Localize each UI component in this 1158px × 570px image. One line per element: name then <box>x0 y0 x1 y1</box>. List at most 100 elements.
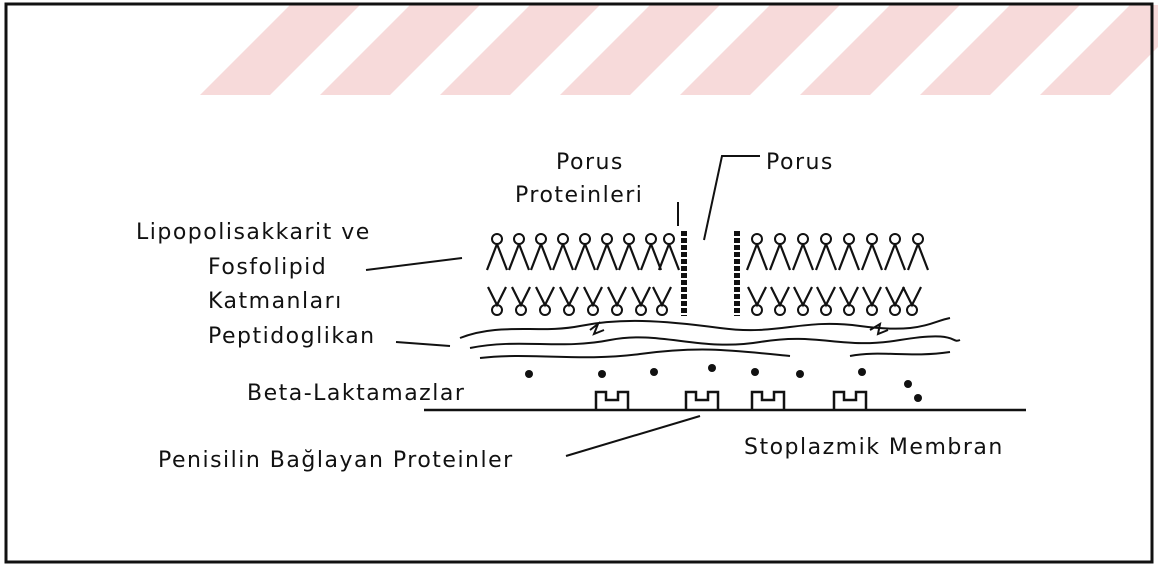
lipid-molecule <box>619 234 639 270</box>
lipid-molecule <box>597 234 617 270</box>
penisilin-baglayan-proteinler-label: Penisilin Bağlayan Proteinler <box>158 450 514 472</box>
lipid-head <box>798 234 808 244</box>
beta-lactamase-dot <box>598 370 606 378</box>
beta-lactamase-dot <box>914 394 922 402</box>
lipid-molecule <box>632 287 650 315</box>
lipid-tail <box>771 287 789 305</box>
lipid-head <box>867 234 877 244</box>
lipid-molecule <box>885 234 905 270</box>
porus-label: Porus <box>766 152 834 174</box>
lipid-head <box>646 234 656 244</box>
lipid-molecule <box>908 234 928 270</box>
lipid-head <box>492 234 502 244</box>
lipid-tail <box>903 287 921 305</box>
lipid-molecule <box>747 234 767 270</box>
lipid-head <box>752 234 762 244</box>
lipid-head <box>558 234 568 244</box>
lipid-molecule <box>839 234 859 270</box>
lipid-molecule <box>575 234 595 270</box>
lipid-tail <box>509 244 529 270</box>
lipid-tail <box>597 244 617 270</box>
lipid-molecule <box>886 287 904 315</box>
penicillin-binding-protein <box>686 392 718 410</box>
lipid-head <box>890 234 900 244</box>
porus-proteinleri-label-line1: Porus <box>556 152 624 174</box>
lipid-tail <box>793 244 813 270</box>
lipid-tail <box>575 244 595 270</box>
lipid-head <box>580 234 590 244</box>
lipid-head <box>664 234 674 244</box>
lipid-molecule <box>794 287 812 315</box>
lipid-molecule <box>584 287 602 315</box>
beta-lactamase-dot <box>904 380 912 388</box>
lipid-molecule <box>560 287 578 315</box>
lipid-molecule <box>512 287 530 315</box>
beta-laktamazlar-label: Beta-Laktamazlar <box>247 383 465 405</box>
lipopolisakkarit-label-line1: Lipopolisakkarit ve <box>136 222 371 244</box>
lipid-head <box>913 234 923 244</box>
penicillin-binding-protein <box>596 392 628 410</box>
lipid-tail <box>608 287 626 305</box>
lipid-molecule <box>553 234 573 270</box>
lipid-molecule <box>488 287 506 315</box>
beta-lactamase-dot <box>650 368 658 376</box>
cytoplasmic-membrane <box>424 392 1026 410</box>
lipopolisakkarit-label-line2: Fosfolipid <box>208 257 327 279</box>
lipid-molecule <box>608 287 626 315</box>
lipid-tail <box>862 244 882 270</box>
lipid-molecule <box>770 234 790 270</box>
porus-proteinleri-label-line2: Proteinleri <box>515 185 643 207</box>
beta-lactamase-dot <box>525 370 533 378</box>
lipid-tail <box>908 244 928 270</box>
lipid-head <box>821 234 831 244</box>
peptidoglycan-fiber <box>460 318 950 338</box>
lipid-tail <box>487 244 507 270</box>
lipid-tail <box>747 244 767 270</box>
lipid-tail <box>584 287 602 305</box>
lipid-molecule <box>659 234 679 270</box>
lipid-molecule <box>817 287 835 315</box>
lipid-tail <box>512 287 530 305</box>
stoplazmik-membran-label: Stoplazmik Membran <box>744 437 1004 459</box>
lipid-molecule <box>536 287 554 315</box>
leader-line <box>566 416 700 456</box>
lipid-molecule <box>840 287 858 315</box>
watermark-stripes <box>200 5 1158 95</box>
lipid-tail <box>770 244 790 270</box>
peptidoglycan-fiber <box>480 350 790 358</box>
lipid-molecule <box>863 287 881 315</box>
lipid-molecule <box>531 234 551 270</box>
beta-lactamase-dot <box>708 364 716 372</box>
lipid-head <box>844 234 854 244</box>
inner-lipid-layer <box>488 287 921 315</box>
penicillin-binding-protein <box>834 392 866 410</box>
beta-lactamase-dot <box>858 368 866 376</box>
lipid-head <box>536 234 546 244</box>
lipid-tail <box>536 287 554 305</box>
lipid-tail <box>560 287 578 305</box>
peptidoglycan-fiber <box>590 324 604 334</box>
lipid-molecule <box>862 234 882 270</box>
lipid-tail <box>817 287 835 305</box>
lipid-molecule <box>903 287 921 315</box>
lipid-tail <box>553 244 573 270</box>
lipid-molecule <box>748 287 766 315</box>
beta-lactamase-dots <box>525 364 922 402</box>
lipid-molecule <box>509 234 529 270</box>
leader-line <box>366 258 462 270</box>
porin-proteins <box>684 231 737 316</box>
lipid-molecule <box>771 287 789 315</box>
lipid-tail <box>748 287 766 305</box>
leader-line <box>704 156 760 240</box>
peptidoglycan-fiber <box>850 352 950 356</box>
lipid-tail <box>619 244 639 270</box>
leader-line <box>396 342 450 346</box>
lipid-head <box>514 234 524 244</box>
peptidoglycan-fibers <box>460 318 960 358</box>
lipid-head <box>602 234 612 244</box>
lipid-tail <box>863 287 881 305</box>
lipid-head <box>775 234 785 244</box>
outer-lipid-layer <box>487 234 928 270</box>
beta-lactamase-dot <box>796 370 804 378</box>
